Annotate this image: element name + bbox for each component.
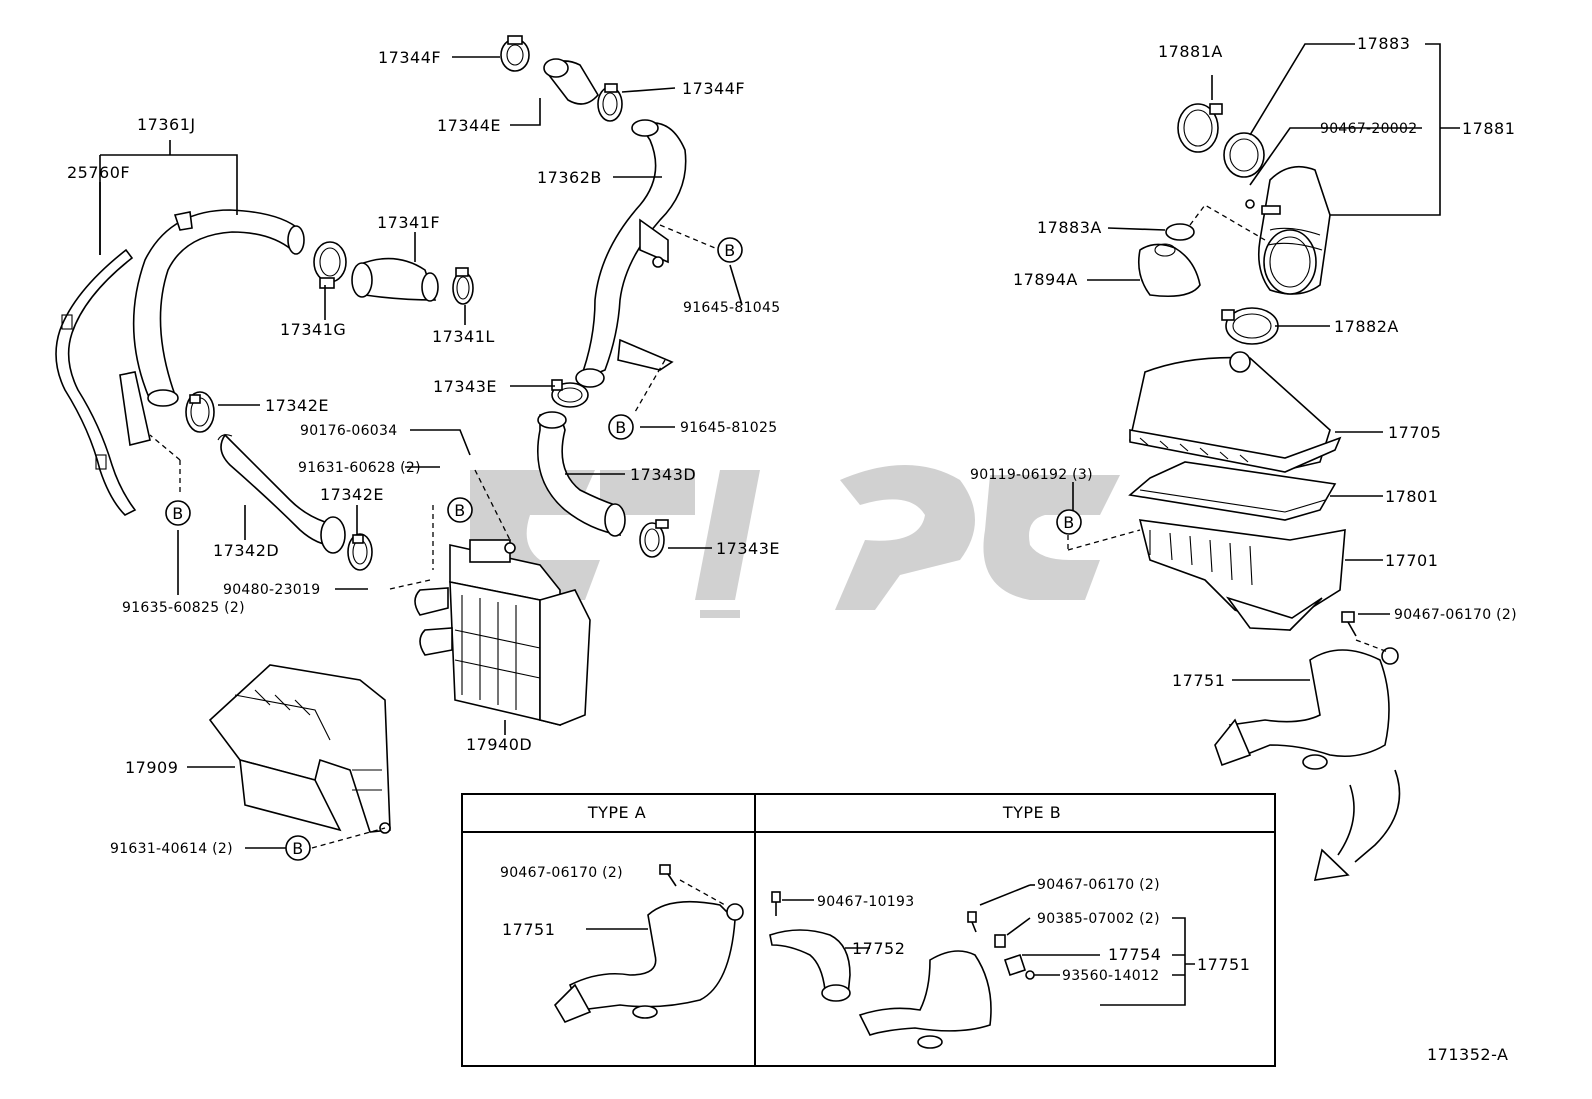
- type-a-label-17751: 17751: [502, 920, 555, 939]
- label-90467-20002: 90467-20002: [1320, 121, 1417, 137]
- callout-b-90119-06192: B: [1056, 509, 1082, 535]
- hose-17881: [1245, 165, 1331, 295]
- clamp-17342e-b: [347, 533, 373, 571]
- label-17883: 17883: [1357, 34, 1410, 53]
- callout-b-91645-81045: B: [717, 237, 743, 263]
- type-b-label-90467-10193: 90467-10193: [817, 894, 914, 910]
- type-a-duct: 90467-06170 (2) 17751: [500, 864, 744, 1023]
- clamp-17343e-a: [551, 379, 589, 408]
- label-17343e-b: 17343E: [716, 539, 780, 558]
- type-b-label-90385-07002: 90385-07002 (2): [1037, 911, 1160, 927]
- label-90480-23019: 90480-23019: [223, 582, 320, 598]
- leader-lines: [99, 43, 1460, 849]
- label-17940d: 17940D: [466, 735, 532, 754]
- label-90176-06034: 90176-06034: [300, 423, 397, 439]
- callout-letter: B: [1063, 513, 1074, 532]
- label-17344f-a: 17344F: [378, 48, 441, 67]
- part-17894a: [1137, 243, 1201, 298]
- label-17342e-a: 17342E: [265, 396, 329, 415]
- label-17342e-b: 17342E: [320, 485, 384, 504]
- clamp-17882a: [1221, 307, 1279, 345]
- label-91631-40614: 91631-40614 (2): [110, 841, 233, 857]
- clamp-17343e-b: [639, 519, 669, 558]
- bolt-90467-06170-right: [1341, 611, 1357, 637]
- label-90467-06170-right: 90467-06170 (2): [1394, 607, 1517, 623]
- type-comparison-table: TYPE A TYPE B: [461, 793, 1276, 1067]
- reference-code: 171352-A: [1427, 1045, 1508, 1064]
- label-17881a: 17881A: [1158, 42, 1223, 61]
- callout-letter: B: [292, 839, 303, 858]
- label-17361j: 17361J: [137, 115, 196, 134]
- type-b-title: TYPE B: [1002, 803, 1061, 822]
- hose-17343d: [537, 411, 626, 537]
- callout-letter: B: [172, 504, 183, 523]
- callout-letter: B: [615, 418, 626, 437]
- duct-17751-right: [1214, 647, 1399, 770]
- label-91635-60825: 91635-60825 (2): [122, 600, 245, 616]
- hose-25760f: [55, 248, 137, 516]
- label-17894a: 17894A: [1013, 270, 1078, 289]
- air-cleaner-case-17701: [1138, 519, 1346, 631]
- clamp-17883: [1223, 132, 1265, 178]
- callout-b-91635-60825: B: [165, 500, 191, 526]
- shroud-17909: [208, 664, 391, 834]
- callout-b-91645-81025: B: [608, 414, 634, 440]
- label-17801: 17801: [1385, 487, 1438, 506]
- label-17362b: 17362B: [537, 168, 602, 187]
- label-17881: 17881: [1462, 119, 1515, 138]
- type-a-label-90467-06170: 90467-06170 (2): [500, 865, 623, 881]
- label-17344f-b: 17344F: [682, 79, 745, 98]
- type-b-label-90467-06170: 90467-06170 (2): [1037, 877, 1160, 893]
- clamp-17341l: [452, 267, 474, 305]
- label-91631-60628: 91631-60628 (2): [298, 460, 421, 476]
- hose-17344e: [543, 58, 599, 105]
- label-17701: 17701: [1385, 551, 1438, 570]
- label-91645-81025: 91645-81025: [680, 420, 777, 436]
- label-17341f: 17341F: [377, 213, 440, 232]
- label-17751-right: 17751: [1172, 671, 1225, 690]
- label-90119-06192: 90119-06192 (3): [970, 467, 1093, 483]
- hose-17341f: [351, 257, 439, 302]
- type-b-duct: 90467-10193 17752 90467-06170 (2) 90385-…: [769, 877, 1250, 1049]
- type-b-label-17751: 17751: [1197, 955, 1250, 974]
- clamp-17344f-right: [597, 83, 623, 122]
- clamp-17881a: [1177, 103, 1223, 153]
- label-91645-81045: 91645-81045: [683, 300, 780, 316]
- label-25760f: 25760F: [67, 163, 130, 182]
- hose-17362b: [575, 119, 687, 388]
- clamp-17344f-top: [500, 35, 530, 72]
- type-a-title: TYPE A: [587, 803, 646, 822]
- type-b-label-93560-14012: 93560-14012: [1062, 968, 1159, 984]
- clamp-17883a: [1165, 223, 1195, 241]
- clamp-17341g: [313, 241, 347, 289]
- label-17341g: 17341G: [280, 320, 346, 339]
- label-17909: 17909: [125, 758, 178, 777]
- clamp-17342e-a: [185, 391, 215, 433]
- callout-b-91631-60628: B: [447, 497, 473, 523]
- filter-element-17801: [1128, 461, 1337, 521]
- callout-letter: B: [454, 501, 465, 520]
- hose-17342d: [217, 433, 346, 554]
- label-17343e-a: 17343E: [433, 377, 497, 396]
- callout-letter: B: [724, 241, 735, 260]
- label-17882a: 17882A: [1334, 317, 1399, 336]
- label-17344e: 17344E: [437, 116, 501, 135]
- type-b-label-17752: 17752: [852, 939, 905, 958]
- intercooler-17940d: [414, 539, 591, 727]
- type-b-label-17754: 17754: [1108, 945, 1161, 964]
- hose-17361j: [119, 209, 305, 446]
- label-17341l: 17341L: [432, 327, 495, 346]
- callout-b-91631-40614: B: [285, 835, 311, 861]
- label-17342d: 17342D: [213, 541, 279, 560]
- air-cleaner-cap-17705: [1129, 351, 1342, 473]
- label-17343d: 17343D: [630, 465, 696, 484]
- dashed-links: [149, 204, 1389, 849]
- arrow-connector: [1313, 769, 1401, 881]
- label-17705: 17705: [1388, 423, 1441, 442]
- part-labels: 17344F 17344F 17344E 17361J 25760F 17362…: [67, 34, 1517, 857]
- label-17883a: 17883A: [1037, 218, 1102, 237]
